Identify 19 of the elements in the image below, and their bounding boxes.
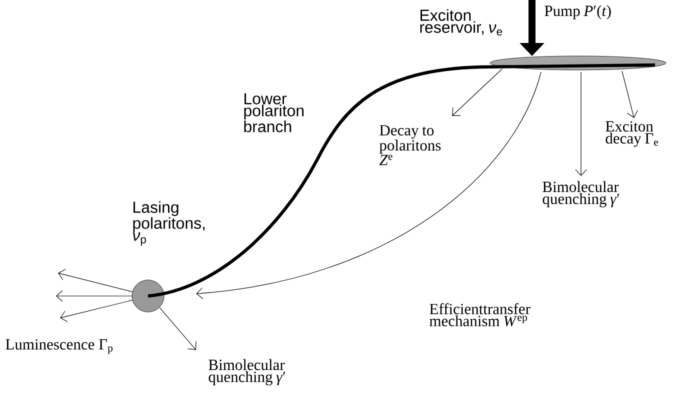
arrow — [159, 307, 196, 350]
thick-curve — [148, 63, 656, 298]
process-label: Luminescence Γ$_{p}$ — [6, 339, 113, 354]
arrow — [575, 72, 587, 176]
edge-label: Lower polariton branch — [244, 93, 304, 132]
arrow — [622, 70, 638, 118]
arrow — [56, 290, 132, 302]
node-label: Lasing polaritons, ν$_{p}$ — [132, 201, 205, 246]
node-label: Exciton reservoir, ν$_{e}$ — [420, 9, 502, 36]
edge-label: Efficienttransfer mechanism W$^{ep}$ — [430, 303, 530, 326]
arrow — [452, 68, 502, 116]
edge-label: Exciton decay Γ$_{e}$ — [606, 121, 658, 147]
edge-label: Bimolecular quenching γ′ — [542, 181, 620, 208]
edge-label: Pump P′(t) — [544, 5, 611, 20]
arrow — [58, 268, 133, 292]
edge-label: Decay to polaritons Z$^{e}$ — [379, 125, 441, 166]
arrow — [196, 72, 542, 300]
arrow — [60, 300, 133, 322]
edge-label: Bimolecular quenching γ′ — [208, 359, 286, 386]
